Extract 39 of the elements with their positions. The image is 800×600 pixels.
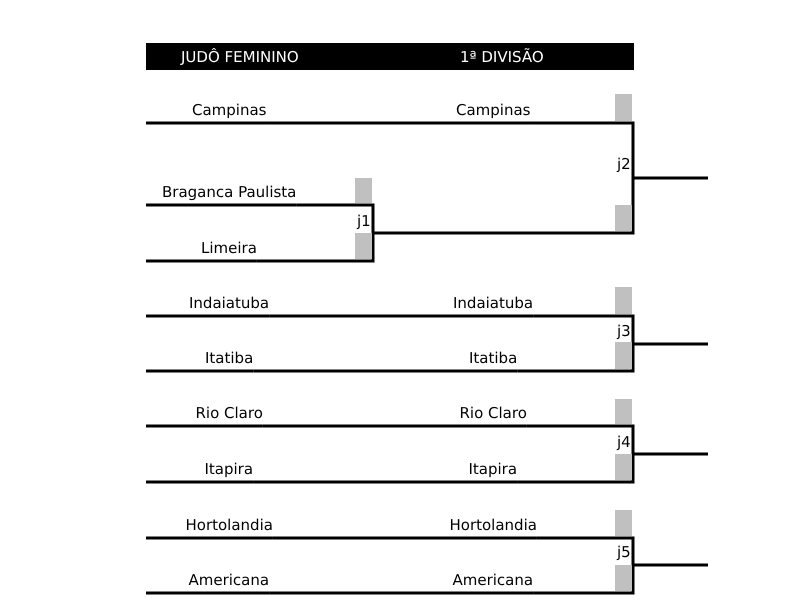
team-name: Americana [452,571,534,593]
team-name: Itapira [468,460,518,482]
bracket-line [632,442,708,456]
match-label: j2 [617,155,633,173]
match-label: j3 [617,322,633,340]
team-name: Americana [188,571,270,593]
bracket-line [632,164,708,180]
team-name: Rio Claro [196,404,263,426]
bracket-line [530,122,634,164]
team-name: Itatiba [205,349,254,371]
bracket-line [269,592,452,594]
heading-text: JUDÔ FEMININO [181,48,299,66]
bracket-line [272,536,450,540]
bracket-line [253,480,468,484]
team-name: Indaiatuba [453,294,534,316]
bracket-line [526,424,634,442]
team-name: Hortolandia [186,516,273,538]
header-band [146,43,634,70]
bracket-line [269,314,453,318]
team-name: Campinas [456,101,530,123]
bracket-line [296,204,374,221]
match-label: j1 [357,212,373,230]
team-name: Indaiatuba [189,294,270,316]
bracket-line [266,122,456,124]
heading-text: 1ª DIVISÃO [460,48,544,66]
bracket-line [253,370,469,372]
team-name: Limeira [201,239,257,261]
match-label: j4 [617,433,633,451]
team-name: Hortolandia [450,516,537,538]
bracket-line [632,552,708,566]
team-name: Itatiba [469,349,518,371]
team-name: Campinas [192,101,266,123]
team-name: Braganca Paulista [162,183,296,205]
bracket-line [536,536,634,552]
team-name: Itapira [204,460,254,482]
match-label: j5 [617,543,633,561]
bracket-line [533,314,634,331]
team-name: Rio Claro [460,404,527,426]
bracket-line [262,424,460,428]
